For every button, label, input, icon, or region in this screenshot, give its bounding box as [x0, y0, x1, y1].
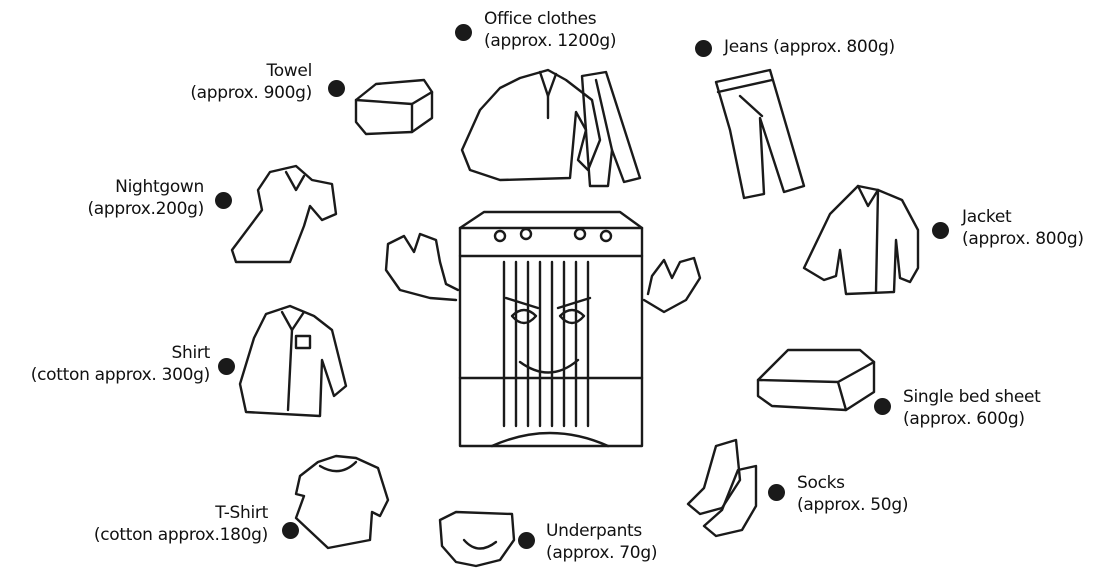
office-clothes-label: Office clothes (approx. 1200g): [484, 8, 616, 52]
towel-bullet: [328, 80, 345, 97]
nightgown-bullet: [215, 192, 232, 209]
jacket-icon: [802, 184, 920, 296]
bed-sheet-icon: [756, 348, 876, 412]
bed-sheet-name: Single bed sheet: [903, 387, 1041, 407]
towel-label: Towel (approx. 900g): [150, 60, 312, 104]
nightgown-weight: (approx.200g): [87, 199, 204, 219]
shirt-weight: (cotton approx. 300g): [30, 365, 211, 385]
tshirt-bullet: [282, 522, 299, 539]
bed-sheet-label: Single bed sheet (approx. 600g): [903, 386, 1041, 430]
towel-weight: (approx. 900g): [190, 83, 312, 103]
office-clothes-name: Office clothes: [484, 9, 597, 29]
jacket-weight: (approx. 800g): [962, 229, 1084, 249]
office-clothes-bullet: [455, 24, 472, 41]
shirt-bullet: [218, 358, 235, 375]
nightgown-name: Nightgown: [115, 177, 204, 197]
underpants-weight: (approx. 70g): [546, 543, 658, 563]
jacket-name: Jacket: [962, 207, 1012, 227]
jeans-icon: [714, 68, 806, 200]
socks-icon: [686, 438, 758, 538]
socks-weight: (approx. 50g): [797, 495, 909, 515]
jeans-text: Jeans (approx. 800g): [724, 37, 895, 57]
shirt-name: Shirt: [171, 343, 211, 363]
underpants-label: Underpants (approx. 70g): [546, 520, 657, 564]
jacket-bullet: [932, 222, 949, 239]
washing-machine-icon: [384, 210, 702, 448]
socks-bullet: [768, 484, 785, 501]
jacket-label: Jacket (approx. 800g): [962, 206, 1084, 250]
tshirt-weight: (cotton approx.180g): [93, 525, 268, 545]
shirt-label: Shirt (cotton approx. 300g): [10, 342, 211, 386]
socks-name: Socks: [797, 473, 845, 493]
tshirt-label: T-Shirt (cotton approx.180g): [60, 502, 268, 546]
underpants-bullet: [518, 532, 535, 549]
tshirt-icon: [294, 454, 390, 550]
office-clothes-icon: [460, 68, 642, 188]
underpants-icon: [438, 510, 516, 568]
jeans-bullet: [695, 40, 712, 57]
nightgown-label: Nightgown (approx.200g): [40, 176, 204, 220]
towel-icon: [354, 78, 434, 136]
underpants-name: Underpants: [546, 521, 642, 541]
socks-label: Socks (approx. 50g): [797, 472, 908, 516]
nightgown-icon: [230, 164, 338, 264]
tshirt-name: T-Shirt: [215, 503, 268, 523]
bed-sheet-bullet: [874, 398, 891, 415]
office-clothes-weight: (approx. 1200g): [484, 31, 617, 51]
jeans-label: Jeans (approx. 800g): [724, 36, 895, 58]
bed-sheet-weight: (approx. 600g): [903, 409, 1025, 429]
shirt-icon: [238, 304, 348, 418]
towel-name: Towel: [266, 61, 313, 81]
